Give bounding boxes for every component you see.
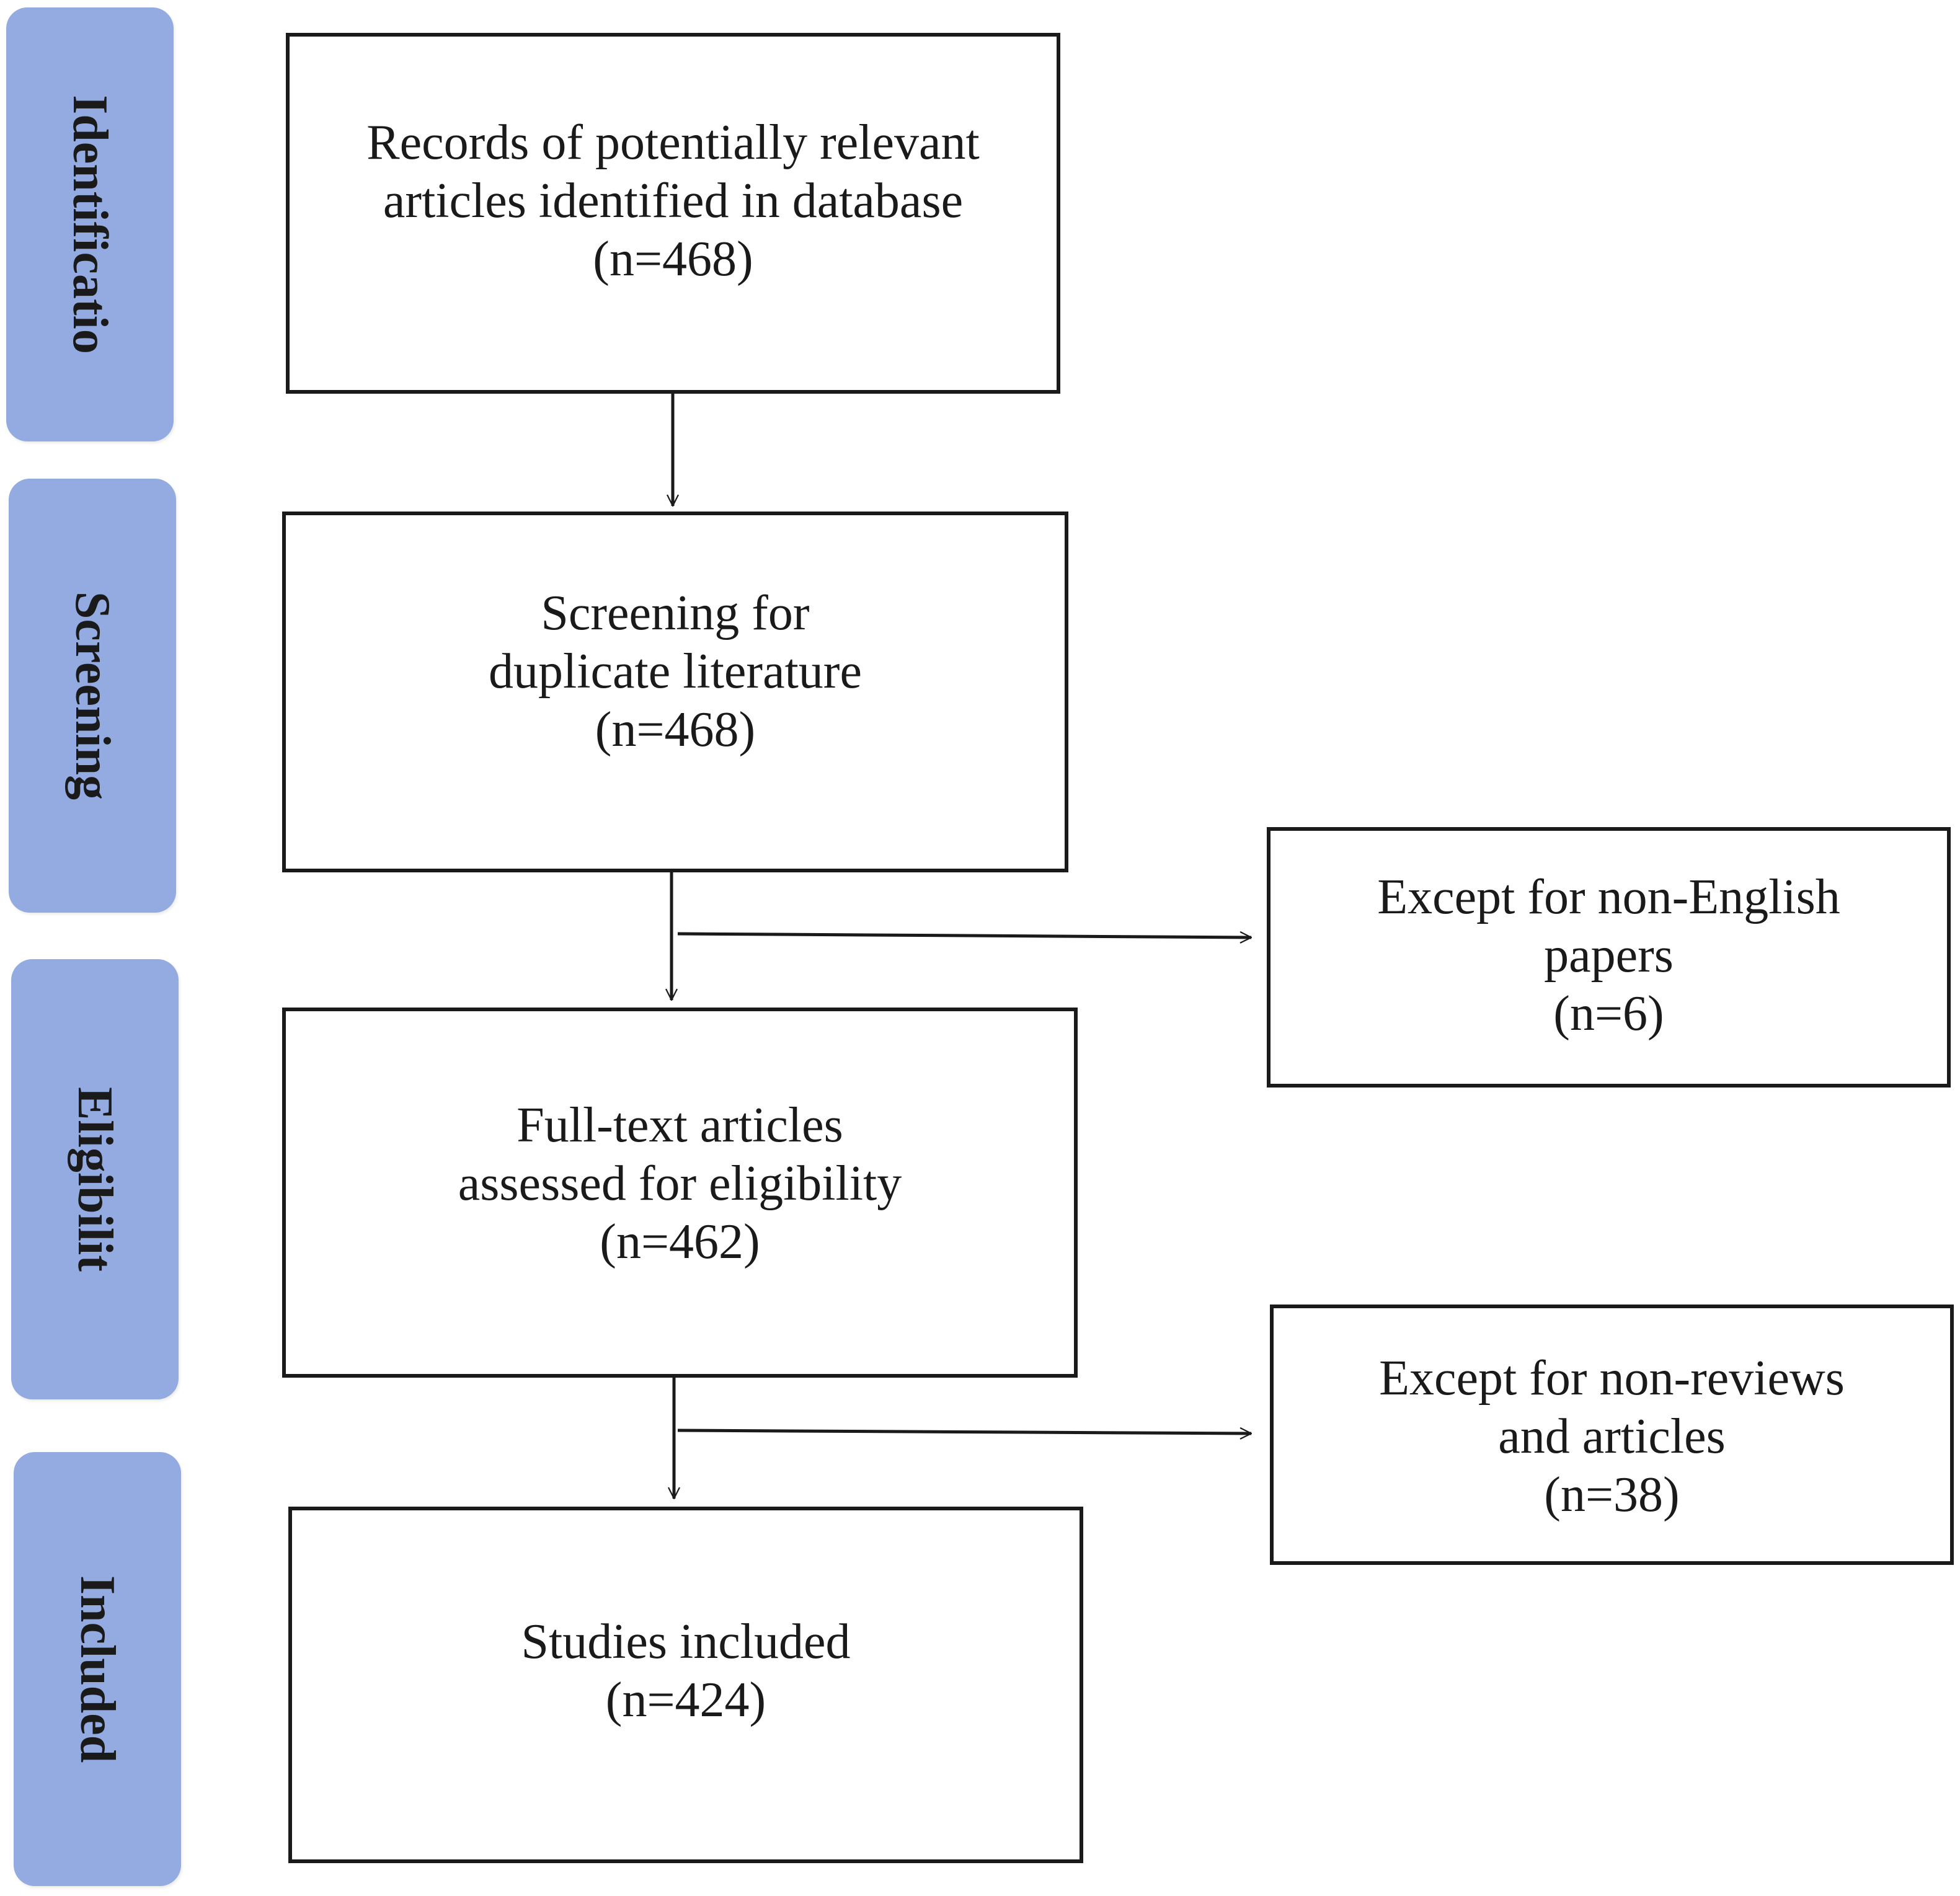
- box-text-line: Studies included: [521, 1615, 851, 1669]
- box-text-line: Records of potentially relevant: [366, 115, 980, 170]
- box-text-line: Except for non-reviews: [1379, 1351, 1845, 1406]
- arrow-to-excluded-type: [677, 1430, 1251, 1433]
- box-text-line: Screening for: [541, 586, 810, 640]
- studies-included-box: Studies included (n=424): [288, 1507, 1083, 1863]
- records-identified-box: Records of potentially relevant articles…: [286, 33, 1060, 394]
- box-count: (n=468): [593, 232, 753, 286]
- stage-screening: Screening: [9, 479, 176, 913]
- excluded-non-reviews-box: Except for non-reviews and articles (n=3…: [1270, 1305, 1954, 1565]
- box-text-line: and articles: [1498, 1409, 1726, 1464]
- box-text-line: Except for non-English: [1377, 870, 1840, 924]
- box-text-line: articles identified in database: [383, 174, 964, 228]
- excluded-non-english-box: Except for non-English papers (n=6): [1267, 827, 1951, 1088]
- stage-label: Identificatio: [63, 95, 117, 354]
- stage-label: Eligibilit: [68, 1087, 122, 1272]
- box-count: (n=468): [595, 702, 756, 757]
- box-count: (n=38): [1544, 1468, 1680, 1522]
- box-count: (n=424): [605, 1673, 766, 1727]
- stage-eligibility: Eligibilit: [11, 959, 179, 1399]
- box-count: (n=462): [600, 1215, 760, 1269]
- screening-box: Screening for duplicate literature (n=46…: [282, 512, 1068, 872]
- stage-label: Screening: [65, 591, 120, 800]
- box-text-line: assessed for eligibility: [458, 1156, 902, 1211]
- box-count: (n=6): [1553, 986, 1664, 1041]
- full-text-assessed-box: Full-text articles assessed for eligibil…: [282, 1008, 1078, 1378]
- stage-included: Included: [14, 1452, 181, 1886]
- box-text-line: papers: [1544, 928, 1674, 983]
- stage-label: Included: [70, 1575, 125, 1763]
- box-text-line: Full-text articles: [517, 1098, 843, 1153]
- box-text-line: duplicate literature: [489, 644, 862, 699]
- stage-identification: Identificatio: [6, 7, 174, 441]
- arrow-to-excluded-language: [677, 934, 1251, 937]
